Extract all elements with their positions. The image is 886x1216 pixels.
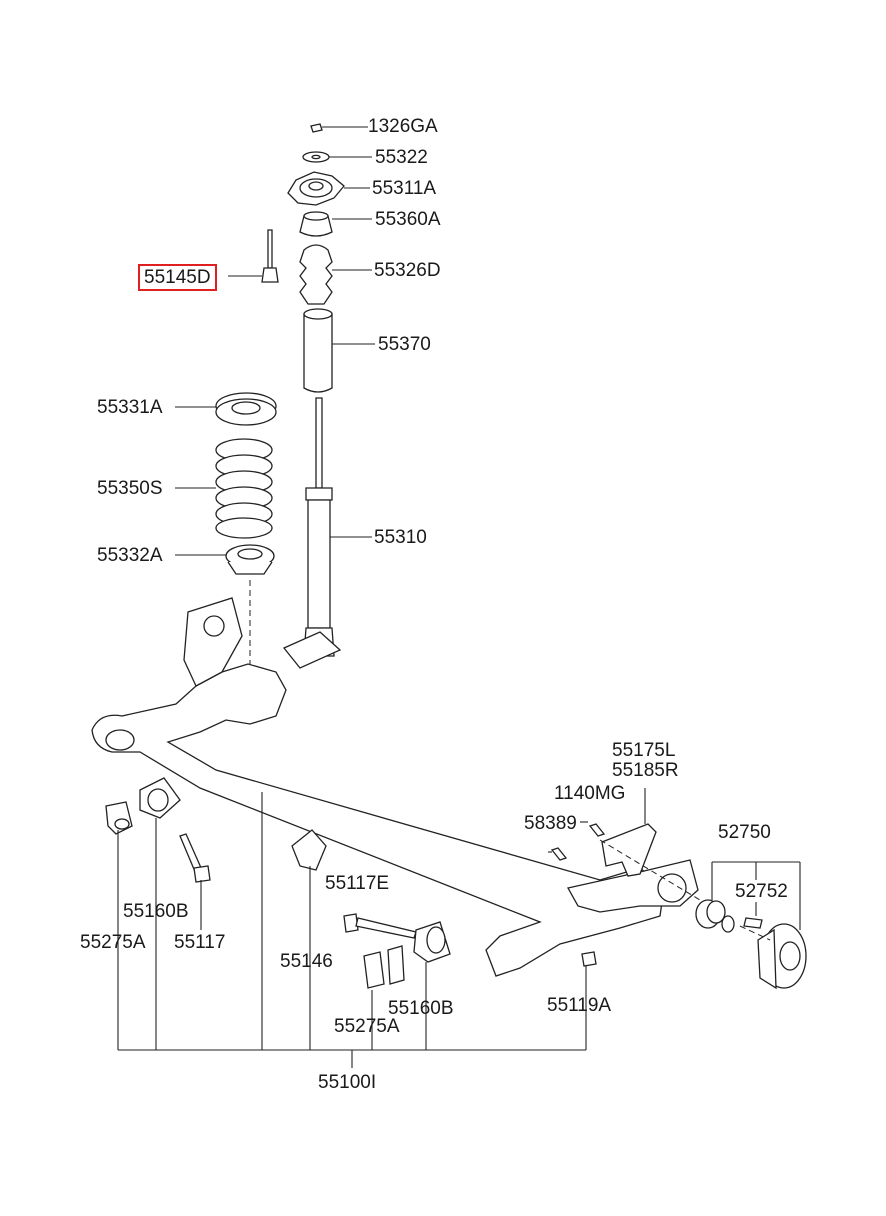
right-bracket-part[interactable]	[363, 945, 405, 989]
lower-spring-pad-part[interactable]	[225, 544, 275, 575]
label-55331A[interactable]: 55331A	[97, 397, 163, 418]
bolt-part[interactable]	[261, 229, 279, 283]
label-55117[interactable]: 55117	[174, 932, 226, 953]
dust-cover-part[interactable]	[303, 308, 333, 393]
label-55146[interactable]: 55146	[280, 951, 333, 972]
right-bolt-part[interactable]	[343, 913, 417, 939]
label-55350S[interactable]: 55350S	[97, 478, 163, 499]
label-55100I[interactable]: 55100I	[318, 1072, 377, 1093]
bump-stop-seat-part[interactable]	[299, 211, 333, 237]
label-55145D-highlighted[interactable]: 55145D	[138, 264, 217, 291]
coil-spring-part[interactable]	[215, 438, 273, 539]
small-bolt-1140mg[interactable]	[588, 823, 606, 837]
left-bolt-part[interactable]	[179, 833, 211, 883]
label-55175L[interactable]: 55175L	[612, 740, 676, 761]
shock-absorber-part[interactable]	[282, 397, 342, 669]
nut-part[interactable]	[310, 123, 323, 133]
label-55119A[interactable]: 55119A	[547, 995, 612, 1016]
label-58389[interactable]: 58389	[524, 813, 577, 834]
wheel-hub-part[interactable]	[757, 923, 807, 990]
washer-part[interactable]	[302, 151, 330, 163]
bump-stop-part[interactable]	[299, 244, 333, 305]
label-55326D[interactable]: 55326D	[374, 260, 441, 281]
right-bushing-part[interactable]	[413, 921, 451, 963]
upper-spring-pad-part[interactable]	[215, 392, 277, 426]
top-mount-part[interactable]	[287, 171, 345, 206]
label-55311A[interactable]: 55311A	[372, 178, 437, 199]
small-bolt-58389[interactable]	[550, 847, 568, 861]
left-bracket-part[interactable]	[105, 801, 133, 835]
label-1326GA[interactable]: 1326GA	[368, 116, 438, 137]
nut-right-part[interactable]	[581, 951, 597, 967]
label-55160B-left[interactable]: 55160B	[123, 901, 189, 922]
stopper-part[interactable]	[291, 829, 327, 871]
label-55370[interactable]: 55370	[378, 334, 431, 355]
label-55275A-left[interactable]: 55275A	[80, 932, 146, 953]
label-55185R[interactable]: 55185R	[612, 760, 679, 781]
bearing-washer-part[interactable]	[721, 915, 735, 933]
label-55332A[interactable]: 55332A	[97, 545, 163, 566]
label-55322[interactable]: 55322	[375, 147, 428, 168]
label-55310[interactable]: 55310	[374, 527, 427, 548]
label-55160B-right[interactable]: 55160B	[388, 998, 454, 1019]
label-52752[interactable]: 52752	[735, 881, 788, 902]
label-52750[interactable]: 52750	[718, 822, 771, 843]
label-55275A-right[interactable]: 55275A	[334, 1016, 400, 1037]
label-1140MG[interactable]: 1140MG	[554, 783, 626, 804]
label-55117E[interactable]: 55117E	[325, 873, 390, 894]
wheel-bearing-part[interactable]	[695, 899, 726, 929]
hub-bracket-part[interactable]	[601, 823, 657, 877]
torsion-beam-axle-part[interactable]	[91, 597, 699, 977]
left-bushing-part[interactable]	[139, 777, 181, 819]
hub-bolt-part[interactable]	[743, 917, 763, 929]
label-55360A[interactable]: 55360A	[375, 209, 441, 230]
